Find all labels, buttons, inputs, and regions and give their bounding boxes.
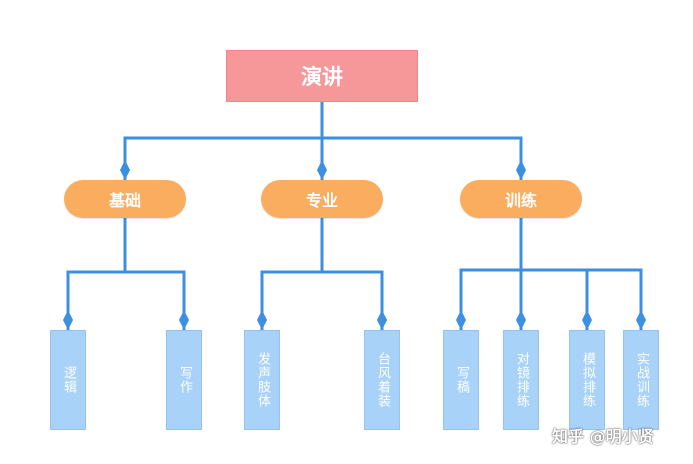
leaf-label: 台风着装 bbox=[375, 352, 390, 408]
leaf-node-mirror-rehearsal: 对镜排练 bbox=[503, 330, 539, 430]
leaf-label: 发声肢体 bbox=[255, 352, 270, 408]
root-label: 演讲 bbox=[301, 65, 343, 89]
category-label: 基础 bbox=[108, 191, 141, 210]
leaf-label: 逻辑 bbox=[61, 366, 76, 394]
leaf-label: 写作 bbox=[177, 366, 192, 394]
leaf-label: 写稿 bbox=[454, 366, 469, 394]
leaf-node-live-practice: 实战训练 bbox=[623, 330, 659, 430]
watermark: 知乎 @明小贤 bbox=[552, 427, 654, 446]
category-label: 训练 bbox=[504, 191, 537, 210]
leaf-node-drafting: 写稿 bbox=[443, 330, 479, 430]
category-node-training: 训练 bbox=[460, 180, 582, 218]
leaf-node-mock-rehearsal: 模拟排练 bbox=[569, 330, 605, 430]
root-node: 演讲 bbox=[226, 50, 418, 102]
category-node-basics: 基础 bbox=[64, 180, 186, 218]
leaf-label: 实战训练 bbox=[634, 352, 649, 408]
leaf-node-writing: 写作 bbox=[166, 330, 202, 430]
leaf-node-voice-body: 发声肢体 bbox=[244, 330, 280, 430]
leaf-label: 模拟排练 bbox=[580, 352, 595, 408]
leaf-node-logic: 逻辑 bbox=[50, 330, 86, 430]
leaf-node-stage-attire: 台风着装 bbox=[364, 330, 400, 430]
category-node-professional: 专业 bbox=[261, 180, 383, 218]
category-label: 专业 bbox=[305, 191, 338, 210]
leaf-label: 对镜排练 bbox=[514, 352, 529, 408]
